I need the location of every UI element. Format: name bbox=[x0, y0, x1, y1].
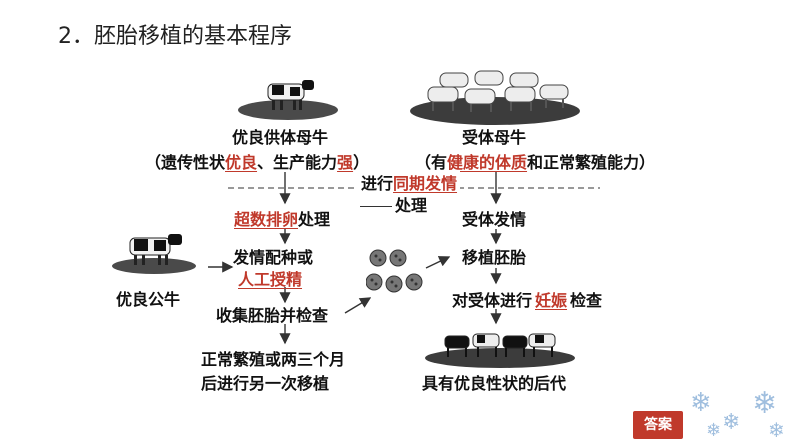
recipient-label: 受体母牛 bbox=[462, 128, 527, 147]
superovulation-label: 超数排卵处理 bbox=[234, 206, 330, 230]
check-prefix: 对受体进行 bbox=[452, 291, 533, 310]
answer-button[interactable]: 答案 bbox=[633, 411, 683, 439]
transfer-label: 移植胚胎 bbox=[462, 248, 527, 267]
recipient-cows-image bbox=[410, 70, 580, 125]
bull-image bbox=[112, 234, 196, 274]
embryos-image bbox=[366, 249, 423, 293]
process-label: 处理 bbox=[360, 192, 427, 216]
answer-blank-strong: 强 bbox=[337, 153, 354, 172]
male-label: 优良公牛 bbox=[116, 290, 181, 309]
pregnancy-check-label: 对受体进行妊娠检查 bbox=[452, 287, 602, 311]
donor-cow-image bbox=[238, 80, 338, 120]
superovulation-suffix: 处理 bbox=[298, 210, 331, 229]
recipient-estrus-label: 受体发情 bbox=[462, 210, 527, 229]
donor-label: 优良供体母牛 bbox=[232, 128, 329, 147]
donor-traits: （遗传性状优良、生产能力强） bbox=[145, 149, 369, 173]
donor-after-line2: 后进行另一次移植 bbox=[201, 374, 330, 393]
answer-blank-ai: 人工授精 bbox=[238, 270, 303, 289]
process-dash bbox=[360, 206, 392, 207]
donor-after-line1: 正常繁殖或两三个月 bbox=[201, 350, 346, 369]
answer-blank-healthy: 健康的体质 bbox=[447, 153, 528, 172]
sync-prefix: 进行 bbox=[361, 174, 394, 193]
snowflake-icon: ❄ bbox=[690, 388, 712, 418]
snowflake-icon: ❄ bbox=[768, 418, 785, 442]
offspring-label: 具有优良性状的后代 bbox=[422, 374, 567, 393]
answer-blank-sync: 同期发情 bbox=[393, 174, 458, 193]
snowflake-icon: ❄ bbox=[706, 420, 722, 441]
answer-blank-superior: 优良 bbox=[225, 153, 258, 172]
donor-traits-mid: 、生产能力 bbox=[257, 153, 338, 172]
recipient-traits-close: 和正常繁殖能力） bbox=[527, 153, 656, 172]
answer-blank-pregnancy: 妊娠 bbox=[535, 291, 568, 310]
mating-ai: 人工授精 bbox=[238, 266, 302, 290]
page-title: 2．胚胎移植的基本程序 bbox=[58, 24, 292, 49]
check-suffix: 检查 bbox=[570, 291, 603, 310]
snowflake-icon: ❄ bbox=[722, 410, 741, 435]
recipient-traits-open: （有 bbox=[415, 153, 448, 172]
offspring-cows-image bbox=[425, 333, 575, 368]
donor-traits-close: ） bbox=[353, 153, 370, 172]
recipient-traits: （有健康的体质和正常繁殖能力） bbox=[415, 149, 655, 173]
answer-blank-superovulation: 超数排卵 bbox=[234, 210, 299, 229]
sync-estrus-label: 进行同期发情 bbox=[358, 170, 461, 194]
mating-label: 发情配种或 bbox=[233, 248, 314, 267]
donor-traits-open: （遗传性状 bbox=[145, 153, 226, 172]
collect-label: 收集胚胎并检查 bbox=[216, 306, 329, 325]
snowflake-icon: ❄ bbox=[752, 386, 778, 421]
process-text: 处理 bbox=[395, 196, 428, 215]
